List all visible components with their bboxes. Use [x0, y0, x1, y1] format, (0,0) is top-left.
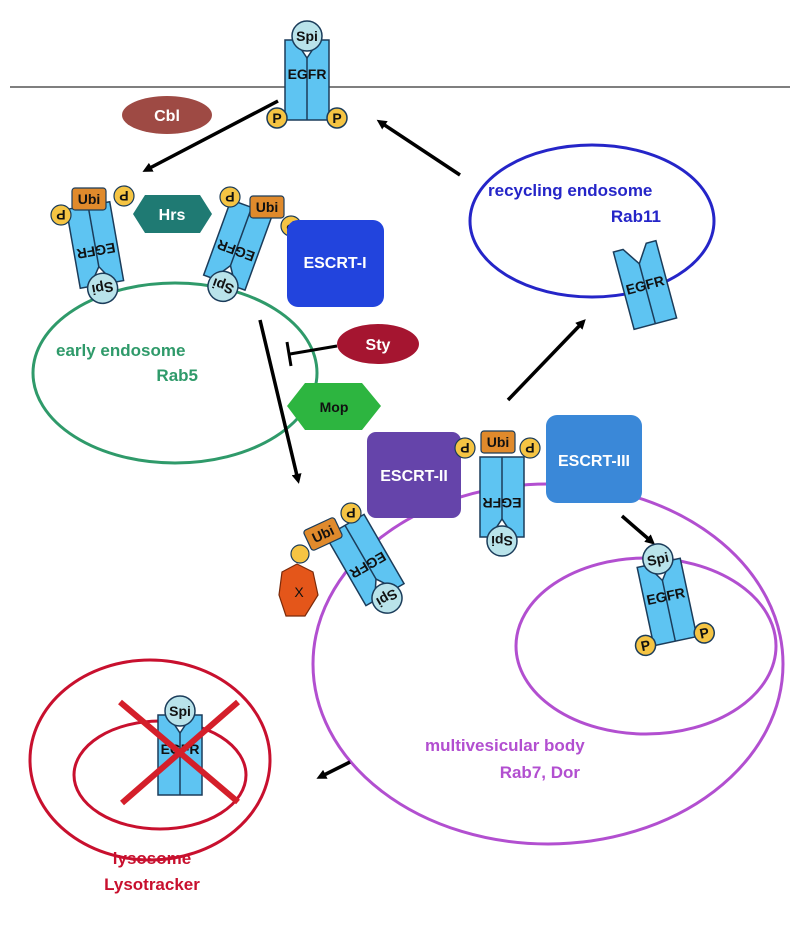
egfr-label: EGFR	[483, 495, 522, 511]
hrs-protein	[133, 195, 212, 233]
degradation-cross	[118, 699, 240, 806]
egfr-lysosome-degraded: Spi EGFR	[157, 695, 203, 796]
mop-label: Mop	[320, 399, 349, 415]
cbl-protein	[122, 96, 212, 134]
egfr-label: EGFR	[645, 584, 686, 608]
spi-label: Spi	[646, 549, 671, 569]
svg-text:P: P	[119, 188, 128, 204]
sty-protein	[337, 324, 419, 364]
sty-inhibition-line	[289, 344, 338, 356]
spi-label: Spi	[210, 275, 236, 297]
recycling-endosome-marker: Rab11	[611, 207, 661, 226]
egfr-label: EGFR	[76, 240, 117, 263]
svg-text:P: P	[460, 440, 469, 456]
ubi-tag: Ubi	[480, 430, 516, 454]
svg-text:P: P	[225, 189, 234, 205]
svg-text:Ubi: Ubi	[487, 434, 510, 450]
svg-text:P: P	[346, 505, 355, 521]
x-protein	[278, 563, 319, 617]
svg-text:Ubi: Ubi	[78, 191, 101, 207]
cbl-label: Cbl	[154, 108, 180, 125]
recycling-endosome-membrane	[468, 143, 716, 299]
arrow-recycling-to-surface	[376, 119, 461, 177]
mvb-marker: Rab7, Dor	[500, 763, 581, 782]
escrt1-complex	[287, 220, 384, 307]
arrow-mvb-to-lysosome	[316, 760, 351, 779]
spi-label: Spi	[169, 703, 191, 719]
ubi-tag: Ubi	[71, 187, 107, 211]
hrs-label: Hrs	[159, 207, 186, 224]
egfr-label: EGFR	[288, 66, 327, 82]
spi-label: Spi	[91, 279, 115, 299]
egfr-surface: Spi EGFR P P	[266, 20, 348, 129]
phospho-p: P P	[50, 185, 135, 226]
p-label: P	[639, 637, 651, 655]
x-label: X	[294, 584, 304, 600]
phospho-p: P	[290, 502, 362, 564]
early-endosome-label: early endosome	[56, 341, 185, 360]
mop-protein	[287, 383, 381, 430]
escrt3-label: ESCRT-III	[558, 453, 630, 470]
lysosome-outer-membrane	[28, 658, 272, 862]
egfr-early-endosome-left: Spi EGFR	[65, 201, 125, 305]
early-endosome-marker: Rab5	[156, 366, 198, 385]
egfr-mvb-left: Spi EGFR	[325, 513, 405, 614]
arrow-early-to-mvb	[258, 319, 302, 484]
sty-inhibition-bar	[285, 341, 293, 367]
arrow-into-ilv	[620, 514, 656, 545]
escrt1-label: ESCRT-I	[303, 255, 366, 272]
sty-label: Sty	[366, 337, 391, 354]
lysosome-marker: Lysotracker	[104, 875, 200, 894]
spi-label: Spi	[491, 533, 513, 549]
arrow-internalization	[142, 99, 279, 172]
egfr-mvb-center: Spi EGFR	[479, 456, 525, 557]
egfr-intraluminal: Spi EGFR P P	[634, 543, 715, 657]
escrt3-complex	[546, 415, 642, 503]
early-endosome-membrane	[31, 281, 319, 465]
p-label: P	[698, 624, 710, 642]
lysosome-label: lysosome	[113, 849, 191, 868]
svg-text:P: P	[525, 440, 534, 456]
ubi-tag: Ubi	[303, 517, 343, 551]
svg-text:Ubi: Ubi	[256, 199, 279, 215]
svg-text:P: P	[56, 207, 65, 223]
arrow-mvb-to-recycling	[506, 319, 586, 402]
spi-label: Spi	[296, 28, 318, 44]
phospho-p: P P	[454, 437, 541, 459]
recycling-endosome-label: recycling endosome	[488, 181, 652, 200]
p-label: P	[272, 110, 281, 126]
mvb-label: multivesicular body	[425, 736, 585, 755]
ubi-tag: Ubi	[249, 195, 285, 219]
egfr-early-endosome-right: Spi EGFR	[202, 199, 274, 303]
escrt2-label: ESCRT-II	[380, 468, 448, 485]
egfr-recycling: EGFR	[612, 239, 678, 331]
escrt2-complex	[367, 432, 461, 518]
p-label: P	[332, 110, 341, 126]
mvb-outer-membrane	[311, 482, 785, 846]
